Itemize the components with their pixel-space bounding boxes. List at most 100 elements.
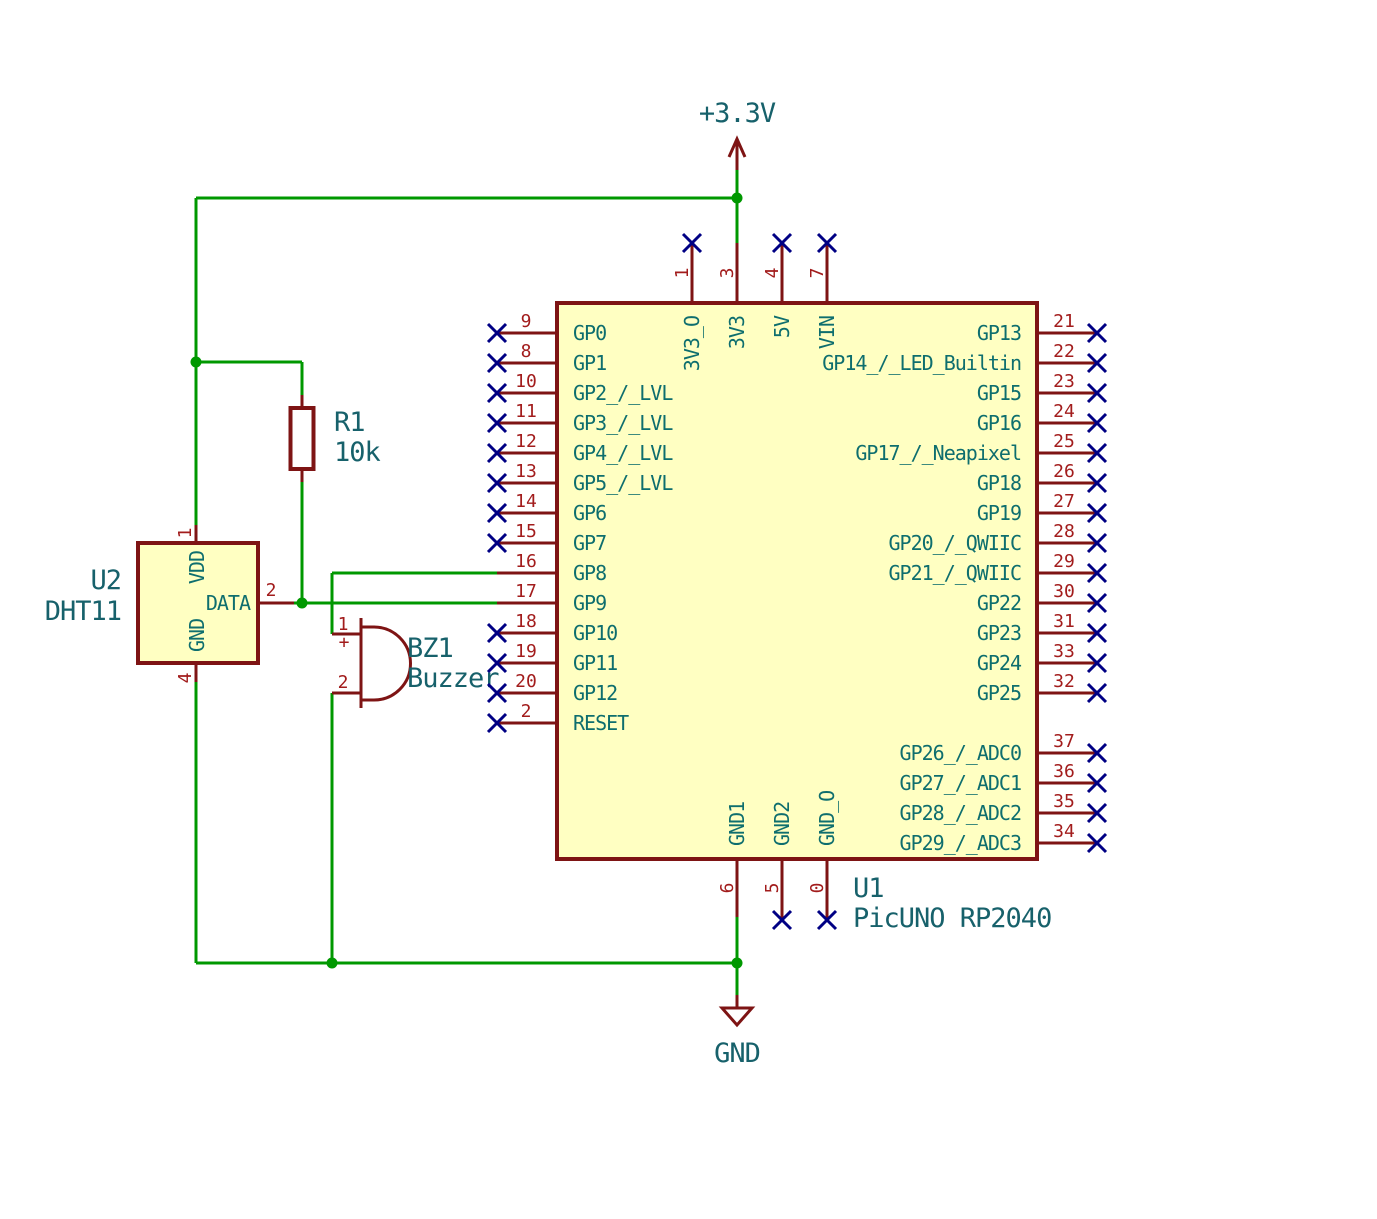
pin-name-gp7: GP7 [573,531,606,555]
pin-number-gp23: 31 [1053,611,1075,632]
no-connect-x-3v3_o [681,232,703,254]
no-connect-x-reset [486,712,508,734]
pin-number-gp22: 30 [1053,581,1075,602]
pin-number-reset: 2 [521,701,532,722]
pin-name-gp3_/_lvl: GP3_/_LVL [573,411,673,435]
pin-name-gp11: GP11 [573,651,617,675]
no-connect-x-vin [816,232,838,254]
pin-number-gp4_/_lvl: 12 [515,431,537,452]
no-connect-x-gp16 [1086,412,1108,434]
no-connect-x-gp13 [1086,322,1108,344]
gnd-symbol-triangle [718,1006,756,1028]
dht11-pin2-number: 2 [266,580,277,601]
junction-vcc [731,192,743,204]
pin-name-gp15: GP15 [977,381,1021,405]
pin-name-gp12: GP12 [573,681,617,705]
pin-number-gp12: 20 [515,671,537,692]
u1-reference: U1 [853,873,884,904]
r1-reference: R1 [334,407,365,438]
pin-number-gp1: 8 [521,341,532,362]
power-symbol-3v3: +3.3V [699,98,777,170]
pin-number-gp5_/_lvl: 13 [515,461,537,482]
pin-number-gp29_/_adc3: 34 [1053,821,1075,842]
pin-number-gp9: 17 [515,581,537,602]
pin-number-gp8: 16 [515,551,537,572]
no-connect-x-gp7 [486,532,508,554]
pin-name-gp5_/_lvl: GP5_/_LVL [573,471,673,495]
pin-number-3v3: 3 [717,268,738,279]
pin-number-gp24: 33 [1053,641,1075,662]
pin-name-gp22: GP22 [977,591,1021,615]
pin-number-gp10: 18 [515,611,537,632]
no-connect-x-gp28_/_adc2 [1086,802,1108,824]
no-connect-x-gp5_/_lvl [486,472,508,494]
pin-number-gp18: 26 [1053,461,1075,482]
bz1-pin2-number: 2 [338,672,349,693]
pin-name-gp21_/_qwiic: GP21_/_QWIIC [889,561,1022,585]
no-connect-x-gp26_/_adc0 [1086,742,1108,764]
no-connect-x-gp17_/_neapixel [1086,442,1108,464]
bz1-pin1-number: 1 [338,614,349,635]
junction-data [296,597,308,609]
junction-r1-branch [190,356,202,368]
pin-number-gp28_/_adc2: 35 [1053,791,1075,812]
no-connect-x-gnd2 [771,909,793,931]
pin-number-3v3_o: 1 [672,268,693,279]
pin-name-gp23: GP23 [977,621,1021,645]
wires [194,170,739,995]
junctions [190,192,743,969]
pin-name-gp19: GP19 [977,501,1021,525]
pin-name-gp10: GP10 [573,621,617,645]
r1-body [288,406,316,471]
vcc-label: +3.3V [699,98,776,129]
no-connect-x-gp24 [1086,652,1108,674]
pin-name-gp18: GP18 [977,471,1021,495]
no-connect-x-gp22 [1086,592,1108,614]
pin-number-gp25: 32 [1053,671,1075,692]
pin-number-vin: 7 [807,268,828,279]
pin-name-gp6: GP6 [573,501,606,525]
pin-name-gp27_/_adc1: GP27_/_ADC1 [900,771,1021,795]
dht11-pin1-number: 1 [175,528,196,539]
pin-number-gp0: 9 [521,311,532,332]
pin-name-gp2_/_lvl: GP2_/_LVL [573,381,673,405]
power-symbol-gnd: GND [714,995,761,1069]
dht11-pin4-name: GND [185,619,209,652]
dht11-pin2-name: DATA [206,591,251,615]
no-connect-x-gp18 [1086,472,1108,494]
pin-number-gp17_/_neapixel: 25 [1053,431,1075,452]
pin-name-gp13: GP13 [977,321,1021,345]
pin-name-gp20_/_qwiic: GP20_/_QWIIC [889,531,1022,555]
no-connect-x-gp21_/_qwiic [1086,562,1108,584]
pin-number-gp15: 23 [1053,371,1075,392]
pin-number-gnd2: 5 [762,883,783,894]
sensor-u2-dht11: 1 2 4 VDD DATA GND U2 DHT11 [45,525,294,683]
junction-buzzer-gnd [326,957,338,969]
no-connect-x-gp25 [1086,682,1108,704]
pin-name-vin: VIN [815,316,839,349]
no-connect-x-gp0 [486,322,508,344]
pin-number-gp14_/_led_builtin: 22 [1053,341,1075,362]
bz1-plus-polarity: + [339,632,350,653]
pin-name-gnd1: GND1 [725,802,749,846]
buzzer-bz1: 1 + 2 BZ1 Buzzer [332,614,500,708]
no-connect-x-gp2_/_lvl [486,382,508,404]
vcc-arrow-head [727,135,747,158]
gnd-label: GND [714,1038,760,1069]
pin-name-gp17_/_neapixel: GP17_/_Neapixel [855,441,1021,465]
pin-number-gp3_/_lvl: 11 [515,401,537,422]
pin-name-gp28_/_adc2: GP28_/_ADC2 [900,801,1021,825]
u1-body [555,301,1039,861]
no-connect-x-gp4_/_lvl [486,442,508,464]
no-connect-x-gp1 [486,352,508,374]
pin-name-gnd_o: GND_O [815,791,839,846]
pin-name-gp29_/_adc3: GP29_/_ADC3 [900,831,1021,855]
no-connect-x-5v [771,232,793,254]
dht11-pin4-number: 4 [175,673,196,684]
pin-name-gp24: GP24 [977,651,1022,675]
no-connect-x-gp20_/_qwiic [1086,532,1108,554]
